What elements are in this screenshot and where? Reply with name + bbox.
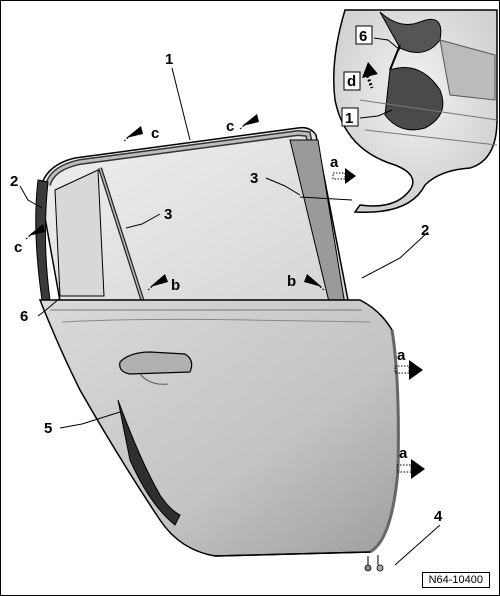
label-arrow-a-mid: a <box>397 347 406 364</box>
arrow-b-right-icon <box>304 274 325 291</box>
label-seal-2-left: 2 <box>10 173 18 190</box>
label-arrow-b-right: b <box>287 273 296 290</box>
label-door-panel-5: 5 <box>44 420 52 437</box>
label-seal-2-right: 2 <box>421 222 429 239</box>
arrow-c-top-right-icon <box>239 114 259 130</box>
figure-reference: N64-10400 <box>421 572 490 588</box>
arrow-a-lower-icon <box>396 459 425 479</box>
label-arrow-c-left: c <box>14 239 22 256</box>
label-channel-3-right: 3 <box>250 170 258 187</box>
arrow-a-mid-icon <box>394 360 423 380</box>
arrow-a-upper-icon <box>332 168 356 184</box>
label-callout-1: 1 <box>345 110 353 127</box>
door-assembly <box>35 126 400 572</box>
arrow-markers <box>25 114 425 479</box>
label-arrow-b-left: b <box>171 277 180 294</box>
label-front-strip-6: 6 <box>20 308 28 325</box>
detail-callout <box>333 9 498 214</box>
callout-box-6 <box>355 25 373 45</box>
label-callout-6: 6 <box>359 28 367 45</box>
label-channel-3-left: 3 <box>164 206 172 223</box>
callout-box-d <box>343 71 361 91</box>
label-arrow-c-top-left: c <box>151 125 159 142</box>
arrow-c-left-icon <box>25 224 45 240</box>
label-arrow-a-lower: a <box>399 445 408 462</box>
arrow-b-left-icon <box>147 274 168 291</box>
label-clips-4: 4 <box>434 508 443 525</box>
leader-lines <box>19 37 441 566</box>
arrow-c-top-left-icon <box>123 126 143 142</box>
label-arrow-c-top-right: c <box>226 118 234 135</box>
label-arrow-a-upper: a <box>330 154 339 171</box>
callout-box-1 <box>341 107 359 127</box>
label-frame-1: 1 <box>165 51 173 68</box>
callout-labels: 1 2 2 3 3 4 5 6 6 1 d a a a b b c c c <box>10 25 443 525</box>
label-arrow-d: d <box>347 73 356 90</box>
